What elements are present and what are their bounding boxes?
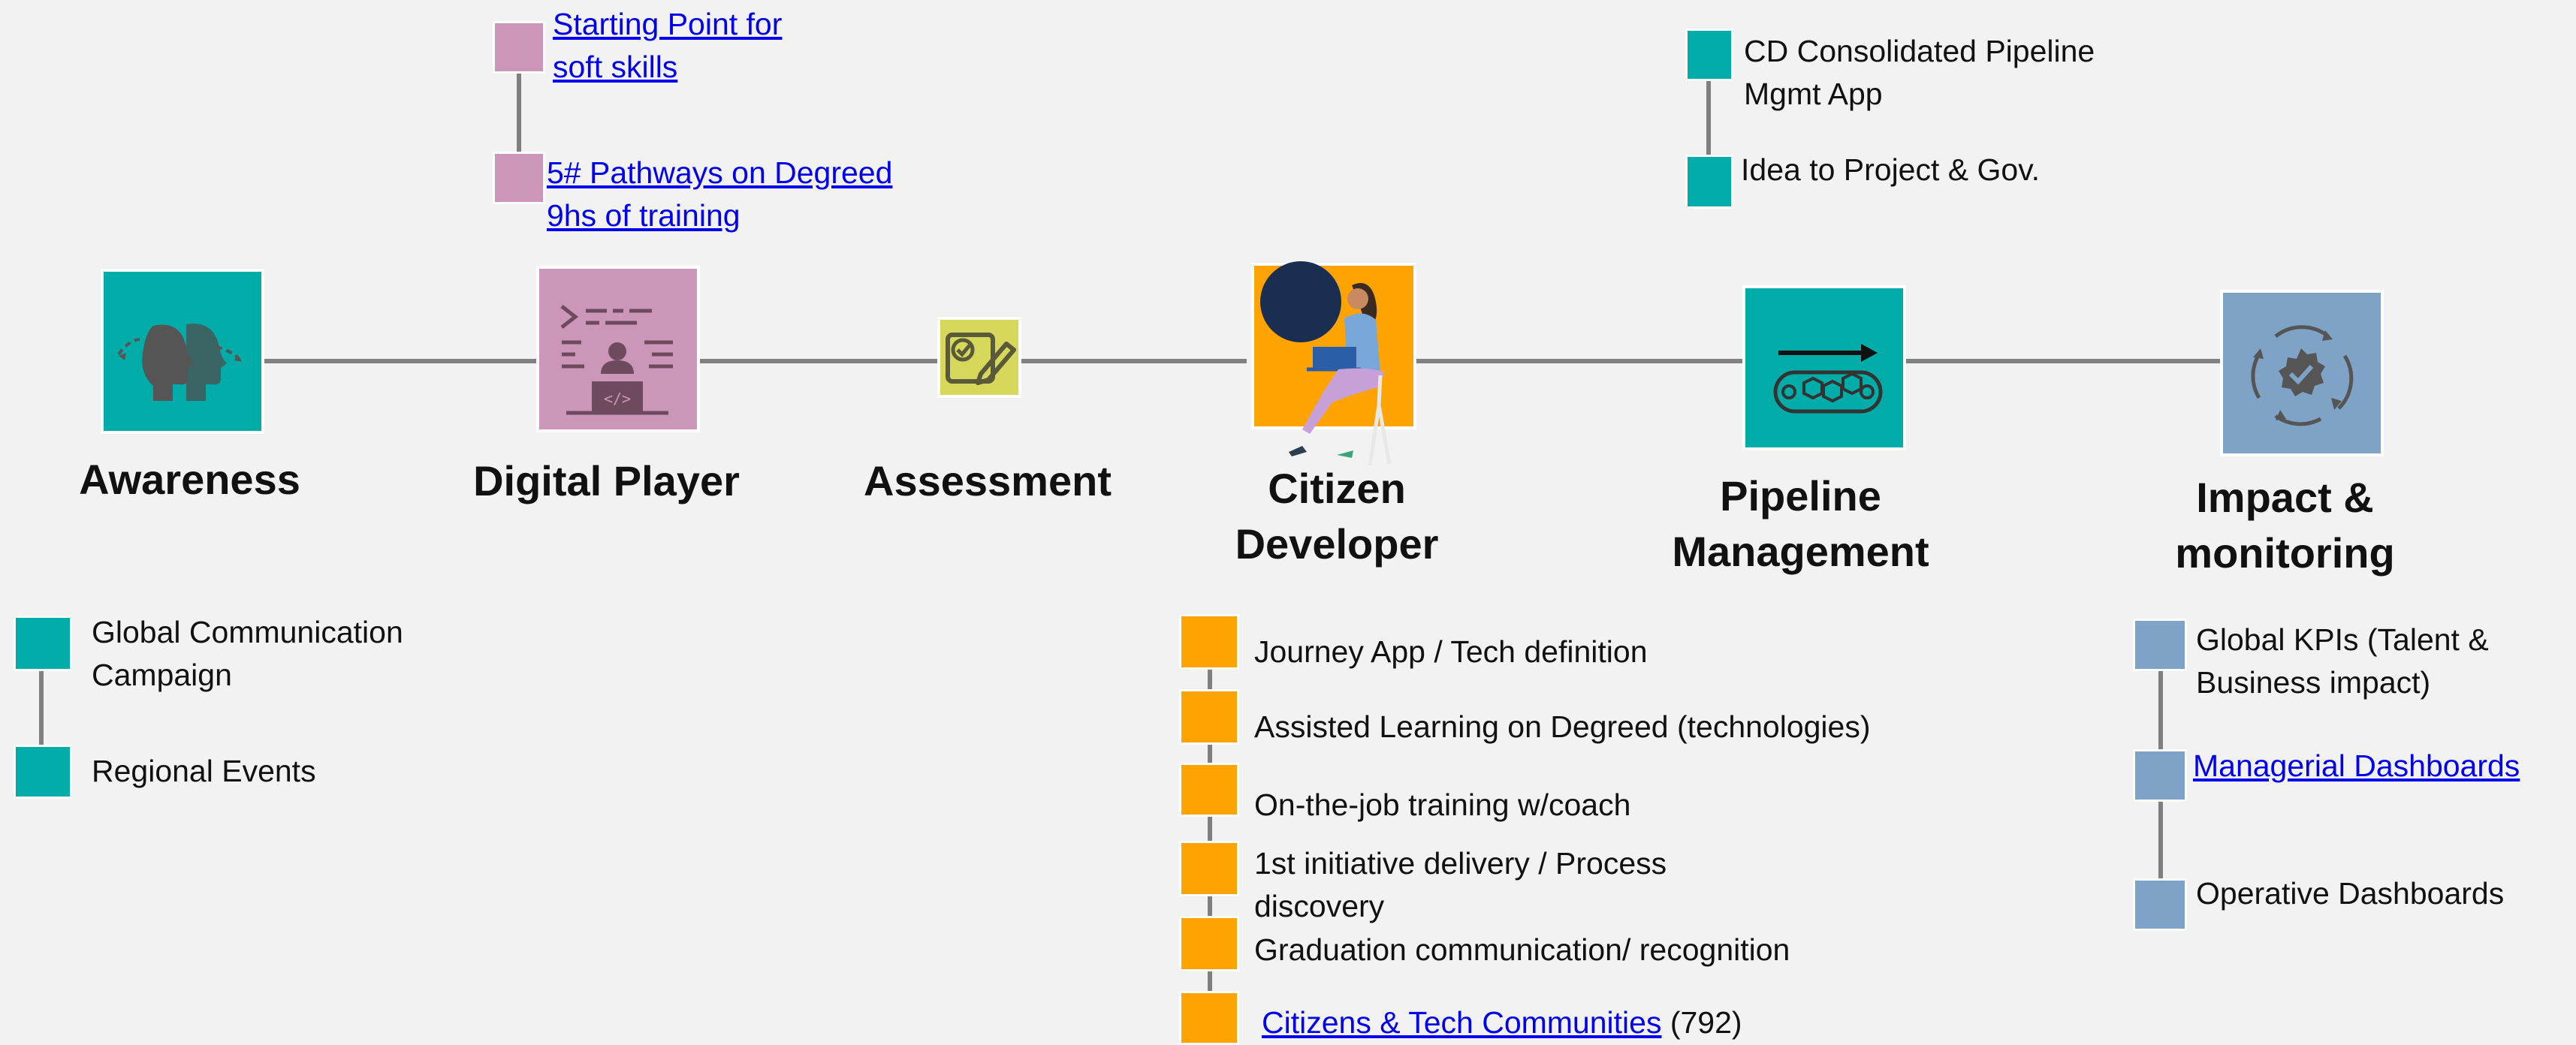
stage-label-assessment: Assessment xyxy=(864,457,1112,504)
awareness-stage-icon xyxy=(101,269,264,434)
citizen-item-marker-5 xyxy=(1179,916,1239,971)
pipeline-items-connector xyxy=(1706,75,1711,165)
pipeline-item-consolidated-app: CD Consolidated Pipeline Mgmt App xyxy=(1744,34,2095,111)
managerial-dashboards-link[interactable]: Managerial Dashboards xyxy=(2193,748,2520,783)
impact-item-global-kpis: Global KPIs (Talent & Business impact) xyxy=(2196,622,2489,700)
impact-item-marker-2 xyxy=(2133,749,2187,802)
timeline-connector-5 xyxy=(1905,359,2223,363)
citizen-item-marker-4 xyxy=(1179,841,1239,896)
awareness-item-marker-2 xyxy=(14,745,72,799)
assessment-stage-icon xyxy=(937,317,1021,398)
stage-label-pipeline-management: Pipeline Management xyxy=(1672,472,1929,575)
stage-label-citizen-developer: Citizen Developer xyxy=(1235,465,1439,568)
digital-player-stage-icon: </> xyxy=(536,266,700,432)
citizen-item-marker-6 xyxy=(1179,991,1239,1045)
pipeline-item-marker-1 xyxy=(1685,29,1733,81)
svg-text:</>: </> xyxy=(604,390,631,408)
timeline-connector-2 xyxy=(697,359,939,363)
citizen-item-journey-app: Journey App / Tech definition xyxy=(1254,634,1648,669)
citizen-item-marker-1 xyxy=(1179,614,1239,670)
citizen-item-assisted-learning: Assisted Learning on Degreed (technologi… xyxy=(1254,709,1871,744)
awareness-items-connector xyxy=(39,661,44,766)
starting-point-link[interactable]: Starting Point for soft skills xyxy=(553,7,783,84)
pipeline-item-marker-2 xyxy=(1685,155,1733,209)
pipeline-management-stage-icon xyxy=(1742,285,1906,450)
timeline-connector-4 xyxy=(1413,359,1745,363)
digital-player-item-marker-1 xyxy=(493,21,545,74)
citizen-item-marker-2 xyxy=(1179,689,1239,745)
impact-item-marker-3 xyxy=(2133,878,2187,931)
timeline-connector-3 xyxy=(1020,359,1247,363)
awareness-item-global-campaign: Global Communication Campaign xyxy=(92,615,403,692)
citizens-tech-communities-link[interactable]: Citizens & Tech Communities xyxy=(1262,1005,1662,1040)
stage-label-awareness: Awareness xyxy=(79,456,300,503)
stage-label-impact-monitoring: Impact & monitoring xyxy=(2175,474,2395,577)
impact-item-marker-1 xyxy=(2133,619,2187,671)
stage-label-digital-player: Digital Player xyxy=(473,457,740,504)
timeline-connector-1 xyxy=(261,359,538,363)
communities-count: (792) xyxy=(1661,1005,1742,1040)
citizen-item-communities: Citizens & Tech Communities (792) xyxy=(1262,1001,1742,1044)
citizen-item-on-the-job-training: On-the-job training w/coach xyxy=(1254,788,1631,822)
digital-player-item-marker-2 xyxy=(493,152,545,204)
pathways-degreed-link[interactable]: 5# Pathways on Degreed 9hs of training xyxy=(547,155,893,233)
digital-player-items-connector xyxy=(517,68,521,159)
awareness-item-regional-events: Regional Events xyxy=(92,754,316,788)
impact-item-operative-dashboards: Operative Dashboards xyxy=(2196,876,2505,911)
citizen-developer-stage-icon xyxy=(1251,261,1416,466)
impact-monitoring-stage-icon xyxy=(2220,290,2384,456)
citizen-item-marker-3 xyxy=(1179,763,1239,817)
citizen-items-connector xyxy=(1208,638,1212,1028)
pipeline-item-idea-to-project: Idea to Project & Gov. xyxy=(1741,152,2041,187)
awareness-item-marker-1 xyxy=(14,616,72,671)
citizen-item-first-initiative: 1st initiative delivery / Process discov… xyxy=(1254,846,1667,923)
citizen-item-graduation: Graduation communication/ recognition xyxy=(1254,932,1790,967)
